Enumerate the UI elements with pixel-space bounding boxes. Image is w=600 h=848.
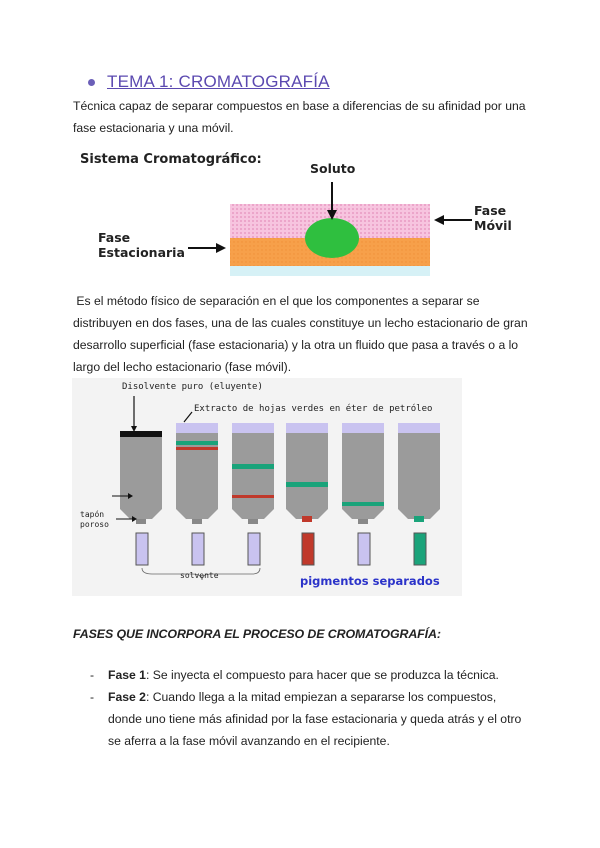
- definition-line: desarrollo superficial (fase estacionari…: [73, 338, 519, 352]
- column-6: [398, 423, 440, 522]
- intro-paragraph: Técnica capaz de separar compuestos en b…: [73, 95, 543, 139]
- definition-line: distribuyen en dos fases, una de las cua…: [73, 316, 528, 330]
- fase-1-name: Fase 1: [108, 668, 146, 682]
- fase-2-name: Fase 2: [108, 690, 146, 704]
- bullet-icon: [88, 78, 95, 86]
- fases-list: - Fase 1: Se inyecta el compuesto para h…: [90, 664, 560, 752]
- list-item: - Fase 1: Se inyecta el compuesto para h…: [90, 668, 499, 682]
- title-row: TEMA 1: CROMATOGRAFÍA: [88, 72, 330, 92]
- fase-estacionaria-label: Fase Estacionaria: [98, 230, 185, 260]
- base-layer: [230, 266, 430, 276]
- definition-paragraph: Es el método físico de separación en el …: [73, 290, 553, 378]
- definition-line: Es el método físico de separación en el …: [73, 294, 480, 308]
- intro-line: fase estacionaria y una móvil.: [73, 121, 234, 135]
- list-item: - Fase 2: Cuando llega a la mitad empiez…: [90, 690, 522, 748]
- extracto-label: Extracto de hojas verdes en éter de petr…: [194, 404, 433, 414]
- soluto-label: Soluto: [310, 161, 356, 176]
- tapon-label: tapón poroso: [80, 510, 109, 529]
- disolvente-label: Disolvente puro (eluyente): [122, 382, 263, 392]
- fase-movil-label: Fase Móvil: [474, 203, 512, 233]
- solvente-label: solvente: [180, 571, 219, 580]
- chromatographic-system-diagram: Sistema Cromatográfico: Soluto Fase Móvi…: [80, 148, 520, 288]
- page-title[interactable]: TEMA 1: CROMATOGRAFÍA: [107, 72, 330, 91]
- solute-spot: [305, 218, 359, 258]
- diagram-heading: Sistema Cromatográfico:: [80, 152, 262, 167]
- definition-line: largo del lecho estacionario (fase móvil…: [73, 360, 292, 374]
- column-4: [286, 423, 328, 522]
- column-chromatography-diagram: Disolvente puro (eluyente) Extracto de h…: [72, 378, 462, 596]
- column-5: [342, 423, 384, 524]
- column-3: [232, 423, 274, 524]
- fases-heading: FASES QUE INCORPORA EL PROCESO DE CROMAT…: [73, 627, 441, 641]
- column-1: [120, 431, 162, 524]
- column-2: [176, 423, 218, 524]
- intro-line: Técnica capaz de separar compuestos en b…: [73, 99, 526, 113]
- pigmentos-label: pigmentos separados: [300, 574, 440, 588]
